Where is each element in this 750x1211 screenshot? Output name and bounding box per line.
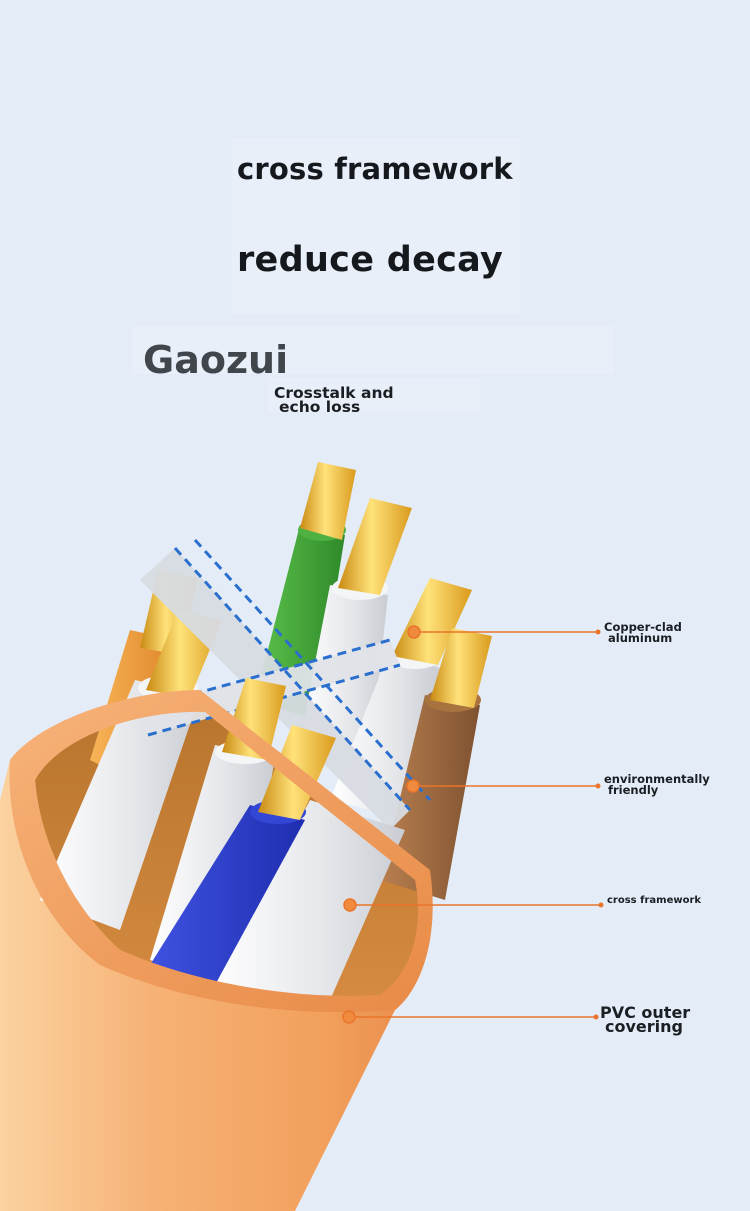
callout-4-line-1: PVC outer [600, 1003, 691, 1022]
callout-3-line-1: cross framework [607, 895, 702, 906]
wire-white-bottom [210, 800, 405, 1000]
brand-name: Gaozui [143, 338, 289, 376]
callout-2-line-2: friendly [608, 783, 659, 797]
callout-1-line-2: aluminum [608, 631, 673, 645]
callout-cross-framework: cross framework [607, 895, 701, 906]
subheadline-backdrop [268, 378, 480, 412]
wire-brown [380, 628, 492, 900]
headline-backdrop [232, 138, 520, 314]
subheadline: Crosstalk and echo loss [274, 384, 394, 416]
headline-line-1: cross framework [237, 152, 513, 186]
subheadline-line-2: echo loss [279, 398, 361, 416]
callout-4-line-2: covering [605, 1017, 683, 1036]
callout-pvc-outer-covering: PVC outer covering [600, 1003, 691, 1036]
callout-pointers [342, 625, 604, 1024]
brand-backdrop [132, 326, 614, 374]
callout-environmentally-friendly: environmentally friendly [604, 772, 710, 797]
callout-2-line-1: environmentally [604, 772, 710, 786]
callout-1-line-1: Copper-clad [604, 620, 682, 634]
callout-copper-clad-aluminum: Copper-clad aluminum [604, 620, 682, 645]
subheadline-line-1: Crosstalk and [274, 384, 394, 402]
headline-line-2: reduce decay [237, 240, 504, 280]
